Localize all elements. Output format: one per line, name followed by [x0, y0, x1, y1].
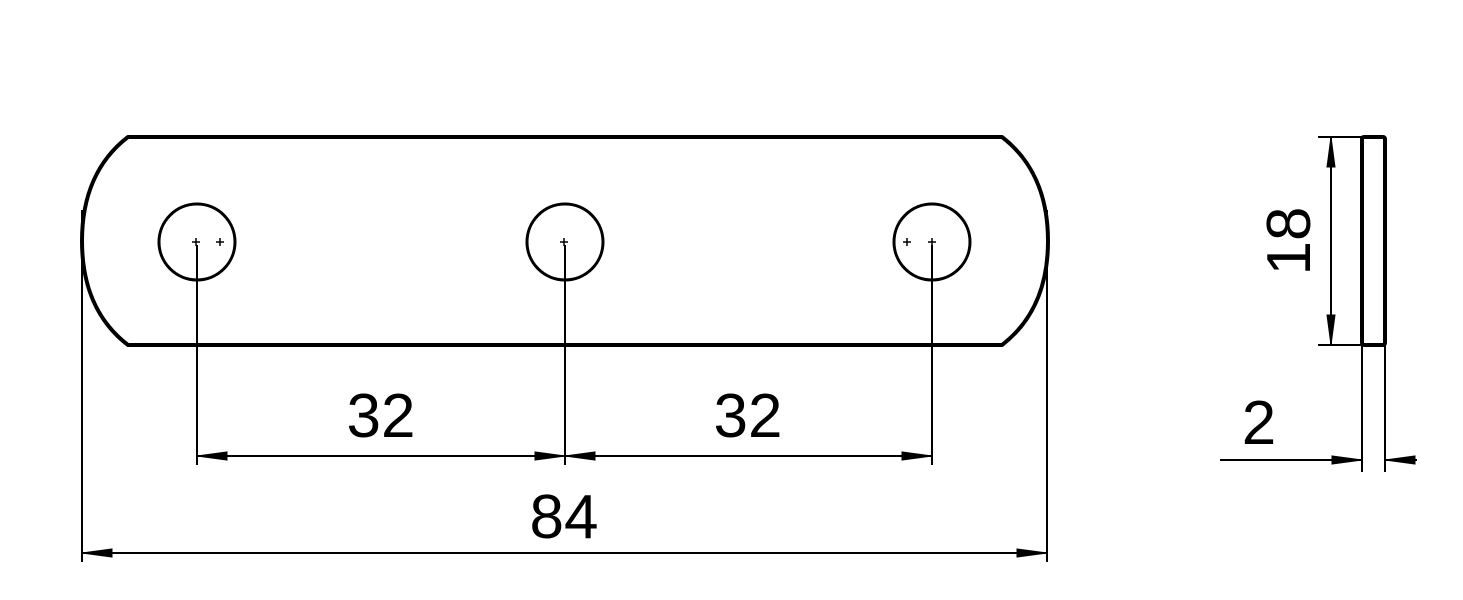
dimension-overall-length	[81, 548, 1048, 558]
plate-side-profile	[1360, 135, 1387, 347]
extension-lines-front	[81, 210, 1048, 562]
dim-label-thickness: 2	[1242, 389, 1276, 458]
dim-label-hole-spacing-right: 32	[714, 382, 783, 451]
dim-label-overall-length: 84	[530, 483, 599, 552]
dim-label-height: 18	[1255, 207, 1324, 276]
dimension-thickness	[1220, 345, 1417, 472]
dim-label-hole-spacing-left: 32	[347, 382, 416, 451]
side-view	[1360, 135, 1387, 347]
dimension-height	[1318, 136, 1362, 346]
plate-outline	[80, 135, 1050, 347]
center-marks	[192, 238, 936, 246]
dimension-hole-spacing	[196, 451, 933, 461]
